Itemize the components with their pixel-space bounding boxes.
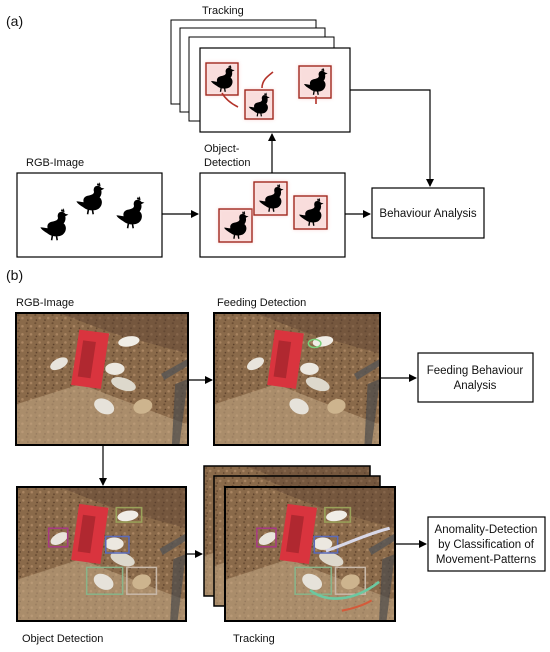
- b-anomaly-label-2: by Classification of: [438, 539, 535, 551]
- b-rgb-label: RGB-Image: [16, 297, 74, 309]
- tracking-frame-content: [205, 62, 332, 120]
- b-anomaly-box: [427, 516, 546, 572]
- b-feeding-label: Feeding Detection: [217, 297, 306, 309]
- panel-a-label: (a): [6, 13, 23, 29]
- b-feeding-analysis-box: [417, 352, 534, 403]
- b-rgb-photo: [16, 313, 188, 445]
- b-anomaly-label-1: Anomality-Detection: [435, 524, 538, 536]
- b-tracking-label: Tracking: [233, 633, 275, 645]
- a-behaviour-analysis-box: [371, 187, 485, 239]
- panel-a-arrows: [162, 89, 434, 218]
- b-feeding-analysis-label-2: Analysis: [454, 380, 497, 392]
- panel-b-label: (b): [6, 267, 23, 283]
- a-behaviour-analysis-label: Behaviour Analysis: [379, 208, 476, 220]
- b-object-detection-label: Object Detection: [22, 633, 103, 645]
- detection-frame-content: [218, 181, 328, 243]
- a-detection-label-2: Detection: [204, 157, 250, 169]
- a-rgb-label: RGB-Image: [26, 157, 84, 169]
- a-detection-label-1: Object-: [204, 143, 240, 155]
- b-feeding-photo: [214, 313, 380, 445]
- panel-b-arrows: [99, 374, 427, 558]
- b-feeding-analysis-label-1: Feeding Behaviour: [427, 365, 524, 377]
- b-object-detection-photo: [17, 487, 186, 621]
- tracking-label: Tracking: [202, 5, 244, 17]
- b-tracking-stack: [203, 465, 396, 622]
- b-anomaly-label-3: Movement-Patterns: [436, 554, 537, 566]
